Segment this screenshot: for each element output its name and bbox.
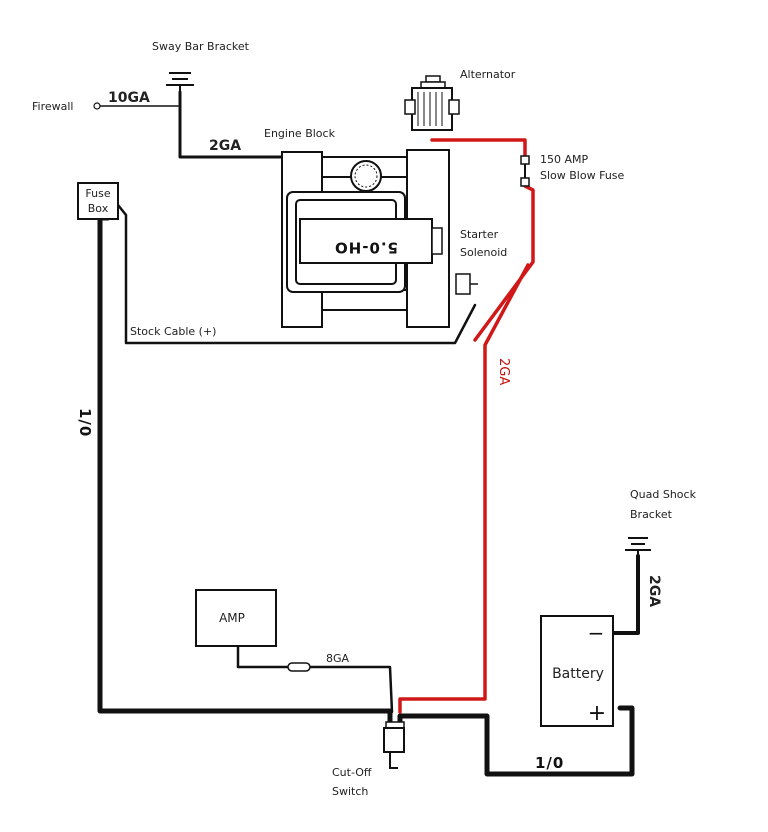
quad-shock-label-2: Bracket	[630, 508, 673, 521]
amplifier-box	[195, 589, 277, 647]
gauge-1-0-bottom-label: 1/0	[535, 754, 564, 772]
stock-cable-label: Stock Cable (+)	[130, 325, 216, 338]
fuse-150-label-1: 150 AMP	[540, 153, 589, 166]
amp-power-wire	[236, 644, 292, 669]
sway-bar-ground-icon	[166, 72, 194, 92]
firewall-terminal	[93, 102, 101, 110]
gauge-2-top-label: 2GA	[209, 138, 241, 154]
quad-shock-label-1: Quad Shock	[630, 488, 697, 501]
engine-badge: 5.0-HO	[334, 239, 398, 257]
gauge-2-red-label: 2GA	[496, 358, 511, 385]
fuse-box	[77, 182, 119, 220]
battery-box	[540, 615, 614, 727]
gauge-8-label: 8GA	[326, 652, 350, 665]
alternator-label: Alternator	[460, 68, 516, 81]
gauge-1-0-left-label: 1/0	[76, 408, 94, 437]
battery-label: Battery	[552, 666, 604, 682]
stock-cable-wire	[116, 203, 477, 345]
battery-negative-terminal: −	[588, 621, 605, 645]
fuse-solenoid-wire	[473, 184, 535, 342]
battery-positive-terminal: +	[588, 701, 606, 726]
fuse-box-label-1: Fuse	[85, 187, 110, 200]
alternator-icon	[404, 75, 460, 131]
starter-label-1: Starter	[460, 228, 499, 241]
alternator-fuse-wire	[430, 138, 527, 158]
cutoff-switch-icon[interactable]	[383, 721, 405, 769]
amp-power-wire-2	[306, 665, 394, 714]
engine-block-label: Engine Block	[264, 127, 336, 140]
cutoff-label-1: Cut-Off	[332, 766, 372, 779]
quad-shock-ground-icon	[625, 537, 651, 556]
cutoff-label-2: Switch	[332, 785, 368, 798]
amp-label: AMP	[219, 611, 245, 625]
battery-positive-wire	[397, 705, 635, 777]
firewall-label: Firewall	[32, 100, 73, 113]
gauge-10-label: 10GA	[108, 90, 150, 106]
sway-bar-bracket-label: Sway Bar Bracket	[152, 40, 250, 53]
gauge-2-right-label: 2GA	[646, 575, 662, 607]
slow-blow-fuse-icon	[520, 155, 530, 187]
positive-feed-wire	[398, 263, 530, 714]
engine-block-icon: 5.0-HO	[281, 149, 478, 328]
starter-solenoid-icon	[455, 273, 471, 295]
engine-ground-wire	[178, 90, 284, 159]
fuse-150-label-2: Slow Blow Fuse	[540, 169, 625, 182]
inline-fuse	[287, 662, 311, 672]
starter-label-2: Solenoid	[460, 246, 507, 259]
fuse-box-label-2: Box	[88, 202, 109, 215]
